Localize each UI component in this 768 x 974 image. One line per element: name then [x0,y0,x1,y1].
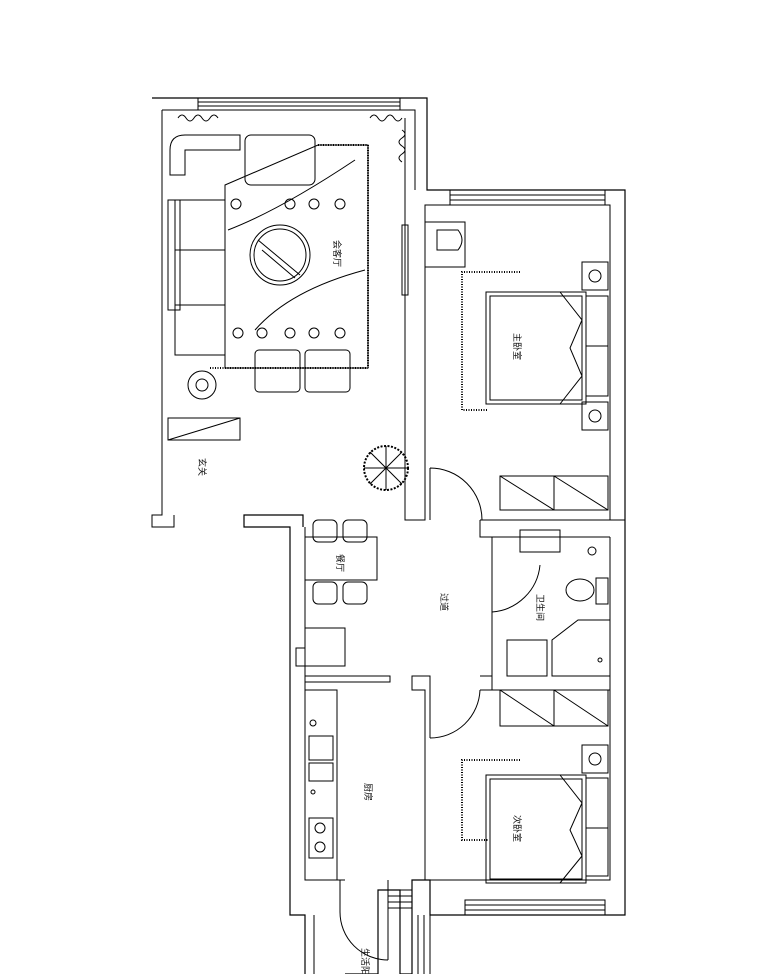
label-bathroom: 卫生间 [534,594,546,621]
label-master-bedroom: 主卧室 [511,333,523,360]
master-bedroom-furniture [424,221,609,511]
label-second-bedroom: 次卧室 [511,815,523,842]
label-utility-balcony: 生活阳台 [359,948,371,974]
walls [151,97,626,974]
living-room-furniture [167,114,409,491]
room-labels: 会客厅 主卧室 玄关 餐厅 过道 卫生间 厨房 次卧室 生活阳台 [196,240,546,974]
kitchen-fixtures [304,689,338,881]
windows [197,98,606,974]
doors [339,467,541,961]
plant [363,445,409,491]
bathroom-fixtures [506,529,611,677]
label-living-room: 会客厅 [331,240,343,267]
label-dining-room: 餐厅 [334,554,346,572]
label-kitchen: 厨房 [362,783,374,801]
label-corridor: 过道 [438,593,450,611]
dining-furniture [295,519,391,683]
second-bedroom-furniture [461,689,609,884]
label-entrance: 玄关 [196,458,208,476]
